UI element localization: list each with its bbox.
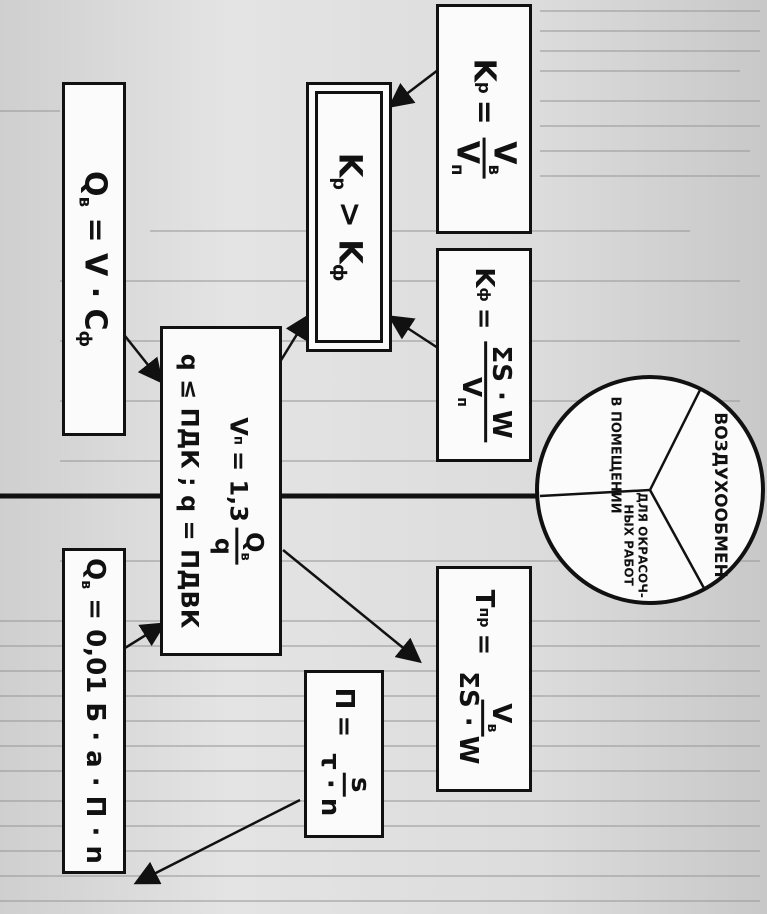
arrow-qvb-to-vn [124,622,167,650]
arrow-qv-to-vn [124,335,164,384]
box-qv-paint: Qв = 0,01 Б · а · П · n [62,548,126,874]
arrow-kp-to-kpkf [388,69,439,109]
circle-label-painting: ДЛЯ ОКРАСОЧ-НЫХ РАБОТ [621,492,650,598]
arrow-vn-to-tpr [282,549,422,664]
arrow-n-to-qvb [133,798,301,885]
circle-label-air-exchange: ВОЗДУХООБМЕН [710,412,730,578]
arrow-kf-to-kpkf [387,315,439,350]
circle-divider-1 [648,389,702,491]
circle-divider-2 [539,488,651,498]
box-qv-volume: Qв = V · Cф [62,82,126,436]
circle-divider-3 [648,489,707,591]
box-kp-greater-kf: Kр > Kф [306,82,392,352]
